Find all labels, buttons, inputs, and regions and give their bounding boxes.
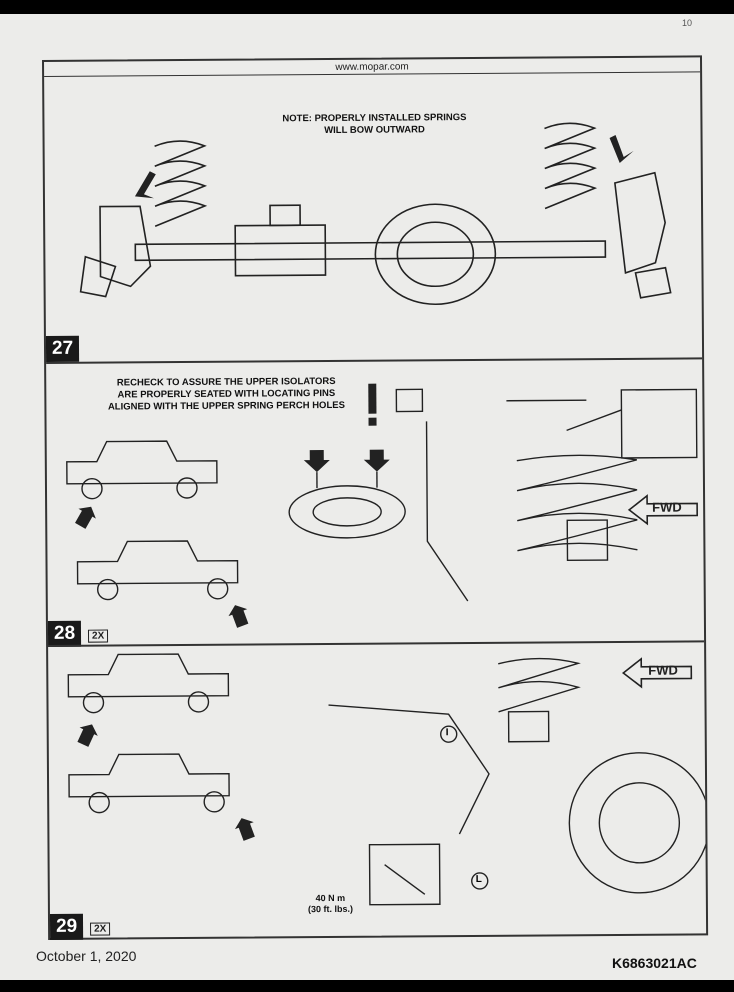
fwd-label-29: FWD [648, 662, 678, 678]
fwd-label-28: FWD [652, 499, 682, 515]
torque-illustration [67, 653, 707, 906]
step-29-multiplier: 2X [90, 922, 111, 936]
callout-upper: I [445, 727, 449, 739]
page-number: 10 [682, 18, 693, 28]
top-black-bar [0, 0, 734, 14]
footer-code: K6863021AC [612, 955, 697, 971]
footer-date: October 1, 2020 [36, 948, 137, 964]
step-27-panel: NOTE: PROPERLY INSTALLED SPRINGS WILL BO… [44, 71, 703, 362]
axle-illustration [79, 122, 672, 306]
bottom-black-bar [0, 980, 734, 992]
callout-lower: L [475, 873, 482, 885]
instruction-sheet: www.mopar.com NOTE: PROPERLY INSTALLED S… [42, 55, 709, 940]
step-28-multiplier: 2X [87, 629, 109, 643]
step-29-number: 29 [49, 913, 84, 940]
isolator-illustration [66, 383, 699, 628]
step-29-panel: FWD I L 40 N m (30 ft. lbs.) 29 2X [48, 640, 707, 940]
step-28-number: 28 [47, 620, 82, 647]
torque-spec: 40 N m (30 ft. lbs.) [307, 892, 353, 915]
step-28-panel: RECHECK TO ASSURE THE UPPER ISOLATORS AR… [46, 357, 705, 647]
step-27-number: 27 [45, 335, 80, 362]
